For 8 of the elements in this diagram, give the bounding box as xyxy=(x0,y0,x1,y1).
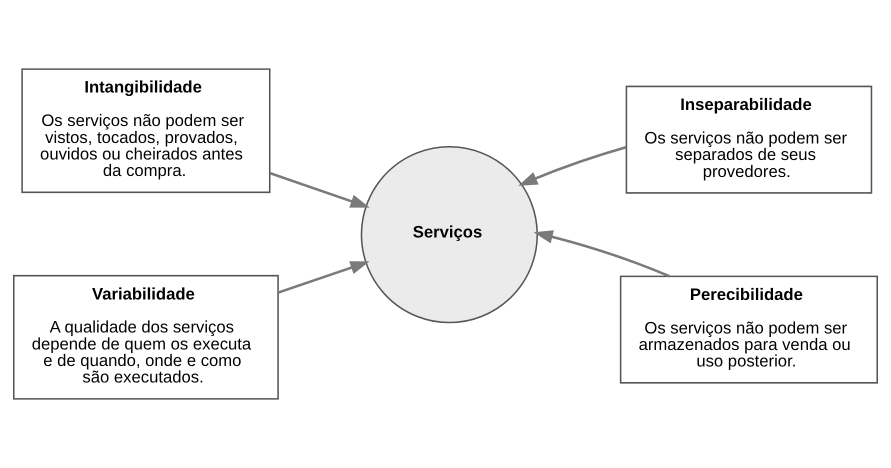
node-box: Perecibilidade Os serviços não podem ser armazenados para venda ou uso posterior. xyxy=(620,276,878,384)
arrow xyxy=(518,146,626,186)
node-box: Intangibilidade Os serviços não podem ser vistos, tocados, provados, ouvidos ou cheirados antes da compra. xyxy=(21,68,270,194)
node-box: Variabilidade A qualidade dos serviços depende de quem os executa e de quando, onde e como são executados. xyxy=(13,274,279,400)
arrow xyxy=(270,172,370,208)
node-box: Inseparabilidade Os serviços não podem ser separados de seus provedores. xyxy=(626,86,872,194)
arrow xyxy=(278,261,370,294)
arrow xyxy=(534,230,670,278)
